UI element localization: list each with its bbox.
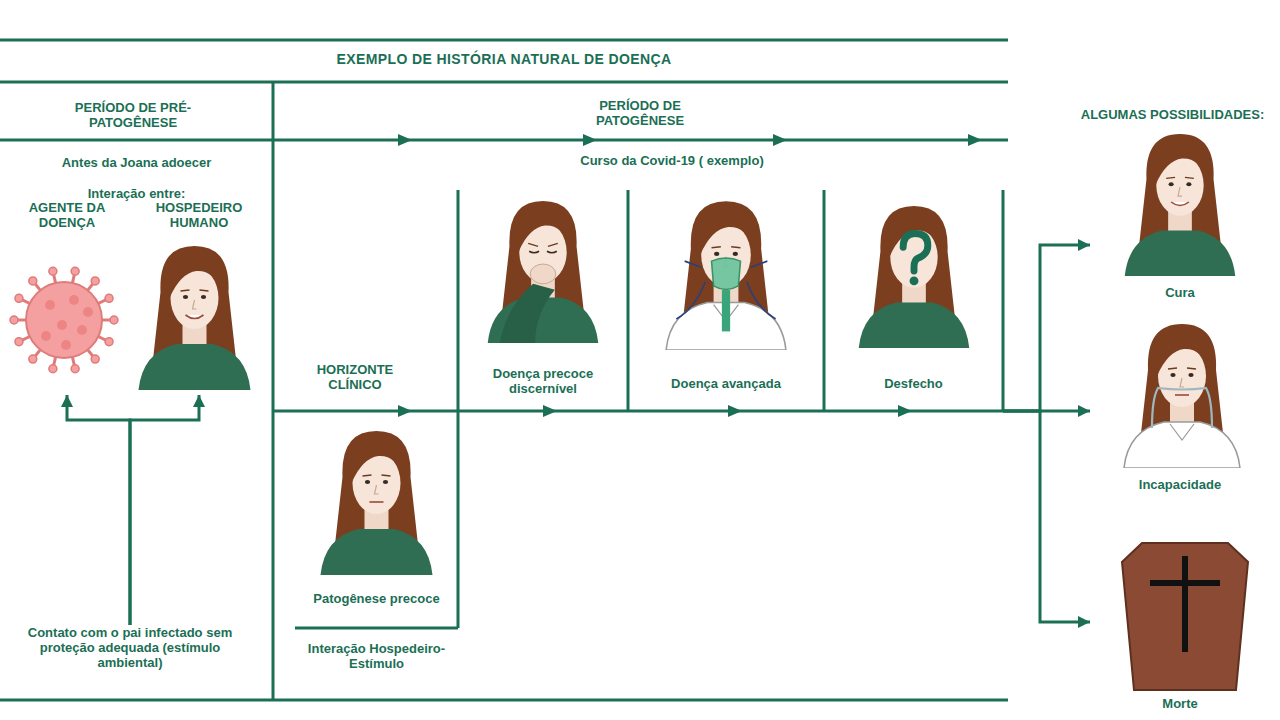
virus-texture — [69, 295, 79, 305]
virus-spikes — [91, 355, 99, 363]
stage-divider — [823, 190, 826, 411]
connector-arrow — [130, 395, 199, 625]
host-box: HOSPEDEIRO HUMANO — [128, 200, 270, 395]
virus-spikes — [29, 277, 37, 285]
coffin — [1122, 543, 1248, 690]
virus-spikes — [49, 267, 57, 275]
frame-lines — [0, 40, 1008, 700]
node-text: Desfecho — [824, 376, 1003, 391]
outcome-box: Incapacidade — [1090, 315, 1270, 505]
node-text: Patogênese precoce — [295, 591, 458, 606]
node-text: HOSPEDEIRO HUMANO — [128, 200, 270, 230]
coffin-icon — [1122, 543, 1248, 690]
virus-body — [26, 282, 102, 358]
title-rule — [0, 81, 1008, 84]
stage-box: Patogênese precoceInteração Hospedeiro-E… — [295, 411, 458, 628]
node-text: PERÍODO DE PATOGÊNESE — [570, 98, 710, 128]
virus-texture — [61, 340, 71, 350]
arrowhead — [543, 405, 557, 417]
exposure-note: Contato com o pai infectado sem proteção… — [15, 625, 245, 687]
virus-spikes — [15, 338, 23, 346]
node-subtext: Curso da Covid-19 ( exemplo) — [522, 153, 822, 168]
connector-arrow — [1003, 411, 1090, 622]
unknown-outcome-figure — [859, 206, 970, 348]
stage-divider — [295, 627, 458, 630]
stage-divider — [1002, 190, 1005, 411]
arrowhead — [773, 134, 787, 146]
virus-texture — [83, 307, 93, 317]
node-subtext: Interação entre: — [0, 186, 273, 201]
period-divider — [272, 82, 275, 700]
stage-box: Desfecho — [824, 190, 1003, 411]
connector-arrow — [1003, 245, 1090, 411]
outcome-box: Morte — [1090, 538, 1270, 718]
virus-spikes — [49, 365, 57, 373]
period-panel: PERÍODO DE PATOGÊNESE Curso da Covid-19 (… — [273, 82, 1008, 700]
agent-box: AGENTE DA DOENÇA — [8, 200, 126, 395]
arrowhead — [583, 134, 597, 146]
node-text: Doença precoce discernível — [468, 366, 618, 396]
period-panel: PERÍODO DE PRÉ- PATOGÊNESE Antes da Joana… — [0, 82, 273, 700]
arrowhead — [728, 405, 742, 417]
cross — [1150, 580, 1220, 586]
connector-arrow — [67, 395, 130, 625]
virus-spikes — [10, 316, 18, 324]
virus-illustration — [10, 267, 118, 372]
node-text: Morte — [1090, 696, 1270, 711]
node-text: Doença avançada — [628, 376, 824, 391]
outcome-box: Cura — [1090, 125, 1270, 315]
virus-texture — [41, 295, 93, 350]
virus-texture — [77, 325, 87, 335]
disabled-figure — [1124, 324, 1240, 468]
oxygen-mask-figure — [666, 201, 786, 350]
diagram-title: EXEMPLO DE HISTÓRIA NATURAL DE DOENÇA — [0, 52, 1008, 67]
cured-figure — [1125, 134, 1236, 276]
timeline-arrowheads — [398, 134, 982, 417]
node-text: Cura — [1090, 285, 1270, 300]
virus-spikes — [29, 355, 37, 363]
virus-spikes — [91, 277, 99, 285]
bottom-rule — [0, 699, 1008, 702]
title-rule — [0, 39, 1008, 42]
horizon-label: HORIZONTE CLÍNICO — [300, 362, 410, 392]
stage-divider — [457, 190, 460, 628]
virus-spikes — [110, 316, 118, 324]
virus-spikes — [15, 294, 23, 302]
node-text: Contato com o pai infectado sem proteção… — [15, 625, 245, 670]
virus-spikes — [10, 267, 118, 372]
arrowhead — [898, 405, 912, 417]
virus-texture — [57, 320, 67, 330]
virus-spikes — [71, 365, 79, 373]
node-subtext: Antes da Joana adoecer — [0, 155, 273, 170]
node-text: Incapacidade — [1090, 477, 1270, 492]
cross — [1182, 556, 1188, 652]
clinical-horizon-line — [273, 410, 1003, 413]
node-subtext: Interação Hospedeiro-Estímulo — [295, 641, 458, 671]
node-text: AGENTE DA DOENÇA — [8, 200, 126, 230]
arrowhead — [398, 405, 412, 417]
virus-spikes — [71, 267, 79, 275]
stage-box: Doença precoce discernível — [458, 190, 628, 411]
host-figure — [139, 246, 251, 390]
virus-spikes — [105, 338, 113, 346]
outcomes-heading: ALGUMAS POSSIBILIDADES: — [1065, 107, 1280, 122]
period-timeline — [0, 139, 1008, 142]
stage-box: Doença avançada — [628, 190, 824, 411]
virus-texture — [45, 300, 55, 310]
node-text: PERÍODO DE PRÉ- PATOGÊNESE — [58, 100, 208, 130]
coughing-figure — [488, 201, 599, 343]
patient-figure — [321, 431, 433, 575]
stage-divider — [627, 190, 630, 411]
virus-spikes — [105, 294, 113, 302]
virus-texture — [41, 331, 51, 341]
arrowhead — [968, 134, 982, 146]
arrowhead — [398, 134, 412, 146]
